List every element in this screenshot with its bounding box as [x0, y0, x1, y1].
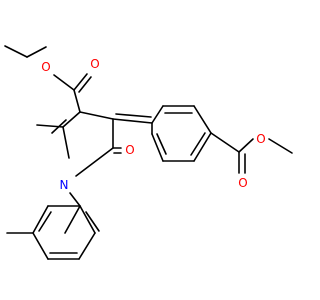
bond-ar2-2 — [79, 205, 96, 234]
bond-ar1-4-inner — [190, 132, 206, 156]
bond-n-tolyl — [69, 192, 81, 207]
bond-ar1-1 — [151, 105, 164, 124]
bond-ring-c2-n — [62, 126, 70, 159]
svg-text:N: N — [60, 178, 69, 192]
bond-ethyl-ch2-o — [26, 46, 47, 58]
bond-ar2-6-inner — [38, 211, 52, 232]
svg-text:O: O — [238, 176, 247, 190]
bond-ar1-4 — [193, 132, 212, 162]
bond-ar2-1 — [64, 205, 81, 234]
bond-ring-c3-c4 — [79, 111, 114, 120]
atom-o-carbonyl-ester2: O — [236, 176, 250, 190]
atom-n-ring: N — [57, 178, 71, 192]
structure-diagram: O O O N O O — [4, 45, 293, 260]
bond-ring-c3-c2 — [62, 111, 81, 128]
bond-exocyclic-b — [115, 113, 152, 118]
bond-ar1-6-inner — [156, 133, 167, 155]
svg-text:O: O — [41, 60, 50, 74]
bond-ar2-3 — [78, 232, 96, 260]
bond-ester2-ring-c — [210, 132, 240, 153]
bond-methyl — [36, 124, 64, 128]
molecule-canvas: O O O N O O — [4, 45, 293, 260]
svg-text:O: O — [125, 143, 134, 157]
bond-ethyl-ch3-ch2 — [4, 45, 28, 58]
bond-ester2-c-o — [238, 138, 254, 153]
bond-ar2-5 — [32, 232, 49, 260]
bond-exocyclic-a — [112, 118, 153, 124]
bond-ring-c5-n — [75, 147, 114, 177]
svg-text:O: O — [90, 57, 99, 71]
bond-ar2-6 — [32, 205, 49, 234]
atom-o-ether-ester1: O — [39, 60, 53, 74]
bond-ester2-o-ch3 — [268, 138, 293, 154]
bond-ar1-3 — [193, 105, 212, 134]
bond-ester1-c-ring — [73, 89, 81, 113]
bond-ar1-6 — [151, 133, 164, 162]
atom-o-ether-ester2: O — [254, 132, 268, 146]
atom-o-lactam: O — [123, 143, 137, 157]
svg-text:O: O — [256, 132, 265, 146]
bond-ar2-2-inner — [85, 211, 100, 232]
bond-ester1-c-o-double-a — [73, 73, 88, 91]
atom-o-carbonyl-ester1: O — [88, 57, 102, 71]
bond-ester1-o-c — [53, 74, 75, 91]
bond-ester1-c-o-double-b — [78, 76, 92, 93]
